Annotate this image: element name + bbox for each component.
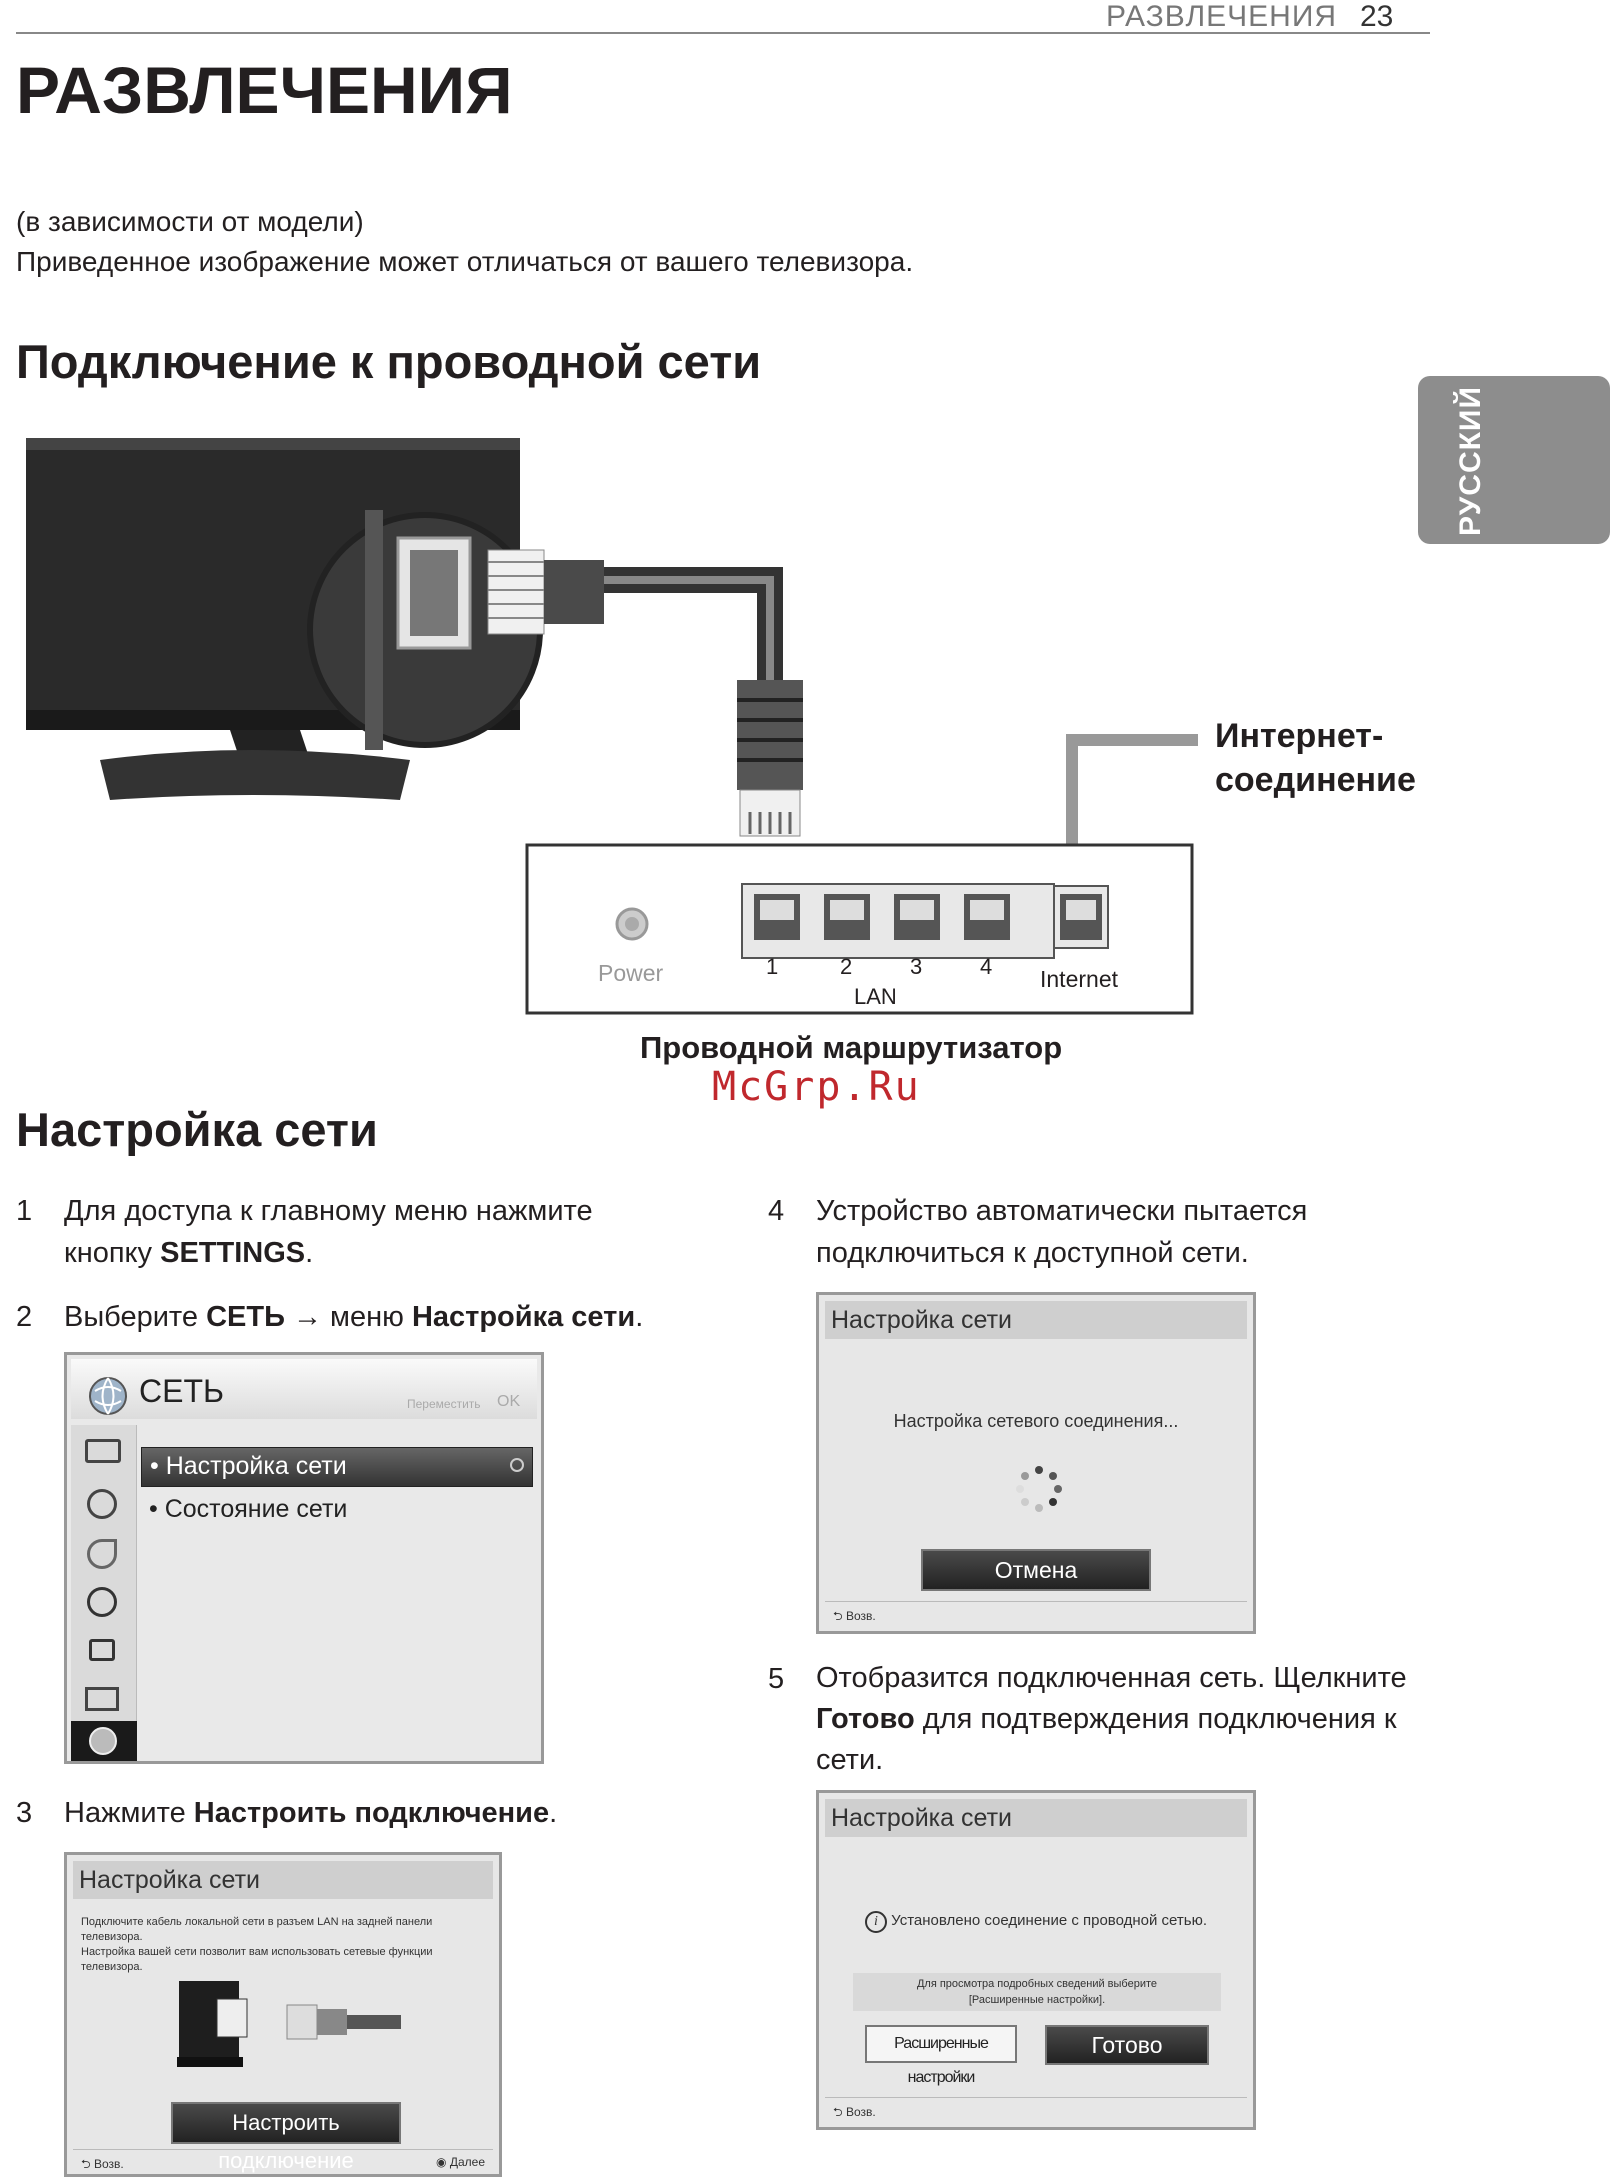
- network-category-selected[interactable]: [71, 1721, 137, 1761]
- network-connecting-screen: Настройка сети Настройка сетевого соедин…: [816, 1292, 1256, 1634]
- footer-divider: [825, 2097, 1247, 2098]
- intro-line-1: (в зависимости от модели): [16, 206, 364, 237]
- menu-item-network-setup[interactable]: • Настройка сети: [141, 1447, 533, 1487]
- step-4: 4 Устройство автоматически пытается подк…: [768, 1190, 1448, 1280]
- watermark: McGrp.Ru: [712, 1064, 921, 1110]
- step-4-text: Устройство автоматически пытается подклю…: [816, 1195, 1308, 1269]
- cancel-button[interactable]: Отмена: [921, 1549, 1151, 1591]
- step-2: 2 Выберите СЕТЬ → меню Настройка сети.: [16, 1296, 716, 1340]
- channel-icon[interactable]: [87, 1539, 117, 1569]
- loading-spinner-icon: [1016, 1466, 1062, 1512]
- step-3-text: Нажмите Настроить подключение.: [64, 1797, 558, 1829]
- intro-line-2: Приведенное изображение может отличаться…: [16, 246, 914, 277]
- language-tab: РУССКИЙ: [1418, 376, 1610, 544]
- ok-hint: OK: [497, 1393, 521, 1410]
- connected-message: i Установлено соединение с проводной сет…: [819, 1911, 1253, 1933]
- back-hint[interactable]: ⮌ Возв.: [833, 1609, 876, 1623]
- page-title: РАЗВЛЕЧЕНИЯ: [16, 53, 513, 127]
- lan-port-3: 3: [910, 954, 923, 979]
- next-hint[interactable]: ◉ Далее: [436, 2155, 485, 2169]
- section-heading-network-setup: Настройка сети: [16, 1103, 378, 1156]
- internet-connection-label: Интернет-соединение: [1215, 714, 1416, 802]
- lock-icon[interactable]: [89, 1639, 115, 1661]
- sound-icon[interactable]: [87, 1489, 117, 1519]
- move-hint: Переместить: [407, 1397, 481, 1411]
- globe-icon: [89, 1377, 127, 1415]
- step-1-text: Для доступа к главному меню нажмите кноп…: [64, 1195, 593, 1269]
- time-icon[interactable]: [87, 1587, 117, 1617]
- internet-port-label: Internet: [1040, 966, 1118, 992]
- router-caption: Проводной маршрутизатор: [640, 1030, 1063, 1065]
- advanced-settings-button[interactable]: Расширенные настройки: [865, 2025, 1017, 2086]
- wired-connection-diagram: [26, 438, 1198, 1015]
- network-setup-instruction: Подключите кабель локальной сети в разъе…: [81, 1916, 433, 1973]
- category-bar: [71, 1425, 137, 1761]
- setup-connection-button[interactable]: Настроить подключение: [171, 2102, 401, 2173]
- step-1: 1 Для доступа к главному меню нажмите кн…: [16, 1190, 696, 1280]
- menu-item-network-setup-label: • Настройка сети: [150, 1452, 347, 1480]
- advanced-hint: Для просмотра подробных сведений выберит…: [853, 1973, 1221, 2011]
- option-icon[interactable]: [85, 1687, 119, 1711]
- step-5-text: Отобразится подключенная сеть. Щелкните …: [816, 1662, 1407, 1776]
- select-icon: [510, 1458, 524, 1472]
- lan-port-4: 4: [980, 954, 993, 979]
- step-5: 5 Отобразится подключенная сеть. Щелкнит…: [768, 1658, 1448, 1788]
- back-hint[interactable]: ⮌ Возв.: [81, 2157, 124, 2171]
- internet-connection-line-2: соединение: [1215, 761, 1416, 799]
- lan-port-2: 2: [840, 954, 853, 979]
- network-menu-header: [71, 1359, 537, 1419]
- back-hint[interactable]: ⮌ Возв.: [833, 2105, 876, 2119]
- tv-cable-icon: [177, 1981, 401, 2067]
- network-setup-screen: Настройка сети Подключите кабель локальн…: [64, 1852, 502, 2177]
- router-power-label: Power: [598, 960, 664, 986]
- menu-item-network-status[interactable]: • Состояние сети: [149, 1495, 348, 1523]
- footer-divider: [825, 1601, 1247, 1602]
- lan-label: LAN: [854, 984, 897, 1009]
- network-connecting-title: Настройка сети: [825, 1301, 1247, 1339]
- network-menu-screen: СЕТЬ Переместить OK • Настройка сети • С…: [64, 1352, 544, 1764]
- done-button[interactable]: Готово: [1045, 2025, 1209, 2065]
- header-rule: [16, 32, 1430, 34]
- network-connected-screen: Настройка сети i Установлено соединение …: [816, 1790, 1256, 2130]
- page-number: 23: [1360, 0, 1394, 33]
- network-setup-title: Настройка сети: [73, 1861, 493, 1899]
- language-tab-label: РУССКИЙ: [1454, 385, 1487, 536]
- network-connected-title: Настройка сети: [825, 1799, 1247, 1837]
- info-icon: i: [865, 1911, 887, 1933]
- step-4-number: 4: [768, 1195, 785, 1227]
- connecting-message: Настройка сетевого соединения...: [893, 1411, 1179, 1431]
- picture-icon[interactable]: [85, 1439, 121, 1463]
- step-3-number: 3: [16, 1797, 33, 1829]
- step-5-number: 5: [768, 1663, 785, 1695]
- internet-connection-line-1: Интернет-: [1215, 717, 1384, 755]
- footer-divider: [73, 2149, 493, 2150]
- step-2-number: 2: [16, 1301, 33, 1333]
- step-3: 3 Нажмите Настроить подключение.: [16, 1792, 696, 1836]
- step-1-number: 1: [16, 1195, 33, 1227]
- lan-port-1: 1: [766, 954, 779, 979]
- running-title: РАЗВЛЕЧЕНИЯ: [1106, 0, 1338, 33]
- step-2-text: Выберите СЕТЬ → меню Настройка сети.: [64, 1301, 644, 1333]
- section-heading-wired: Подключение к проводной сети: [16, 335, 762, 388]
- network-icon: [89, 1727, 117, 1755]
- network-menu-title: СЕТЬ: [139, 1373, 224, 1409]
